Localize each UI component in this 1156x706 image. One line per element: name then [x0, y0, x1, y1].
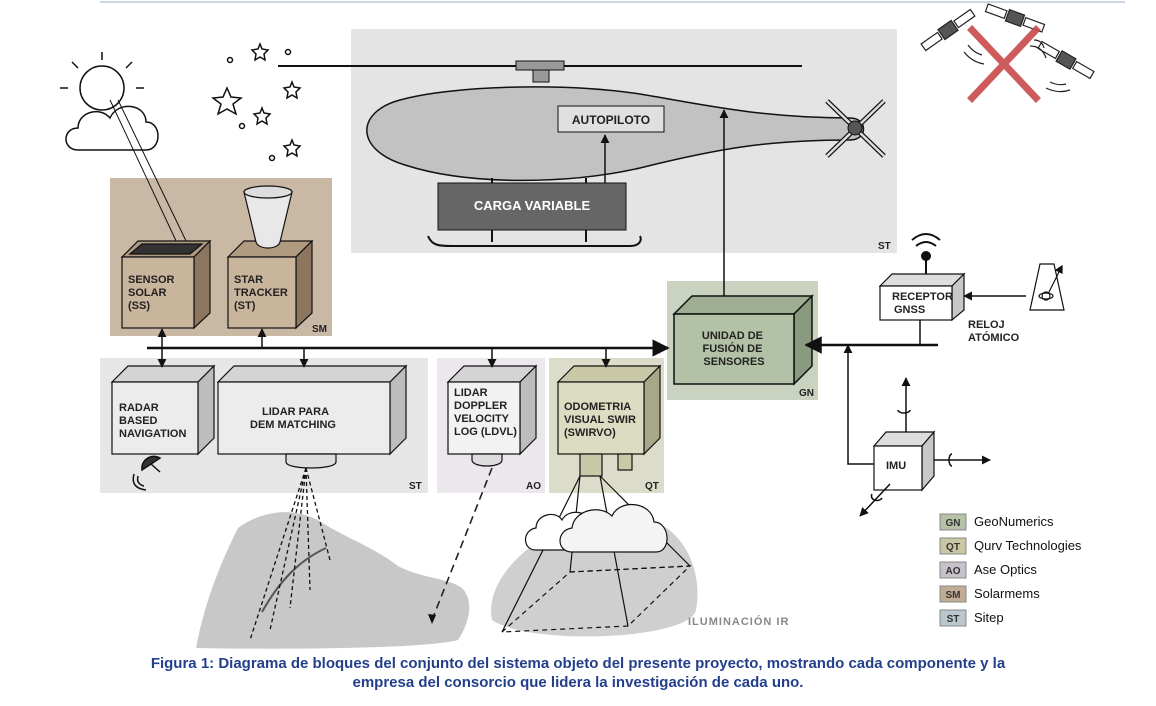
- satellite-icon: [920, 3, 1095, 93]
- region-tag-qt: QT: [645, 481, 659, 492]
- legend-item: SM Solarmems: [939, 585, 1040, 603]
- imu-box: [872, 430, 936, 492]
- odometria-label: ODOMETRIA VISUAL SWIR (SWIRVO): [564, 401, 639, 439]
- legend-code: GN: [946, 518, 961, 529]
- figure-caption: Figura 1: Diagrama de bloques del conjun…: [40, 654, 1116, 692]
- lidar-dem-box: [216, 364, 408, 469]
- lidar-doppler-label: LIDAR DOPPLER VELOCITY LOG (LDVL): [454, 387, 517, 438]
- doppler-arrow-head: [428, 614, 436, 624]
- legend-code: AO: [946, 566, 961, 577]
- legend-name: Solarmems: [974, 586, 1040, 601]
- autopiloto-box: [557, 105, 665, 133]
- legend-swatch: [939, 513, 967, 531]
- legend-item: QT Qurv Technologies: [939, 537, 1082, 555]
- region-tag-sm: SM: [312, 324, 327, 335]
- connections: [147, 109, 1026, 465]
- legend-code: SM: [946, 590, 961, 601]
- cloud-icon: [524, 503, 668, 553]
- radar-box: [110, 364, 216, 456]
- legend-swatch: [939, 561, 967, 579]
- caption-line-1: Figura 1: Diagrama de bloques del conjun…: [150, 655, 1006, 672]
- helicopter-icon: [278, 60, 886, 247]
- reloj-label: RELOJ ATÓMICO: [968, 319, 1020, 344]
- lidar-doppler-box: [446, 364, 538, 467]
- legend-name: Qurv Technologies: [974, 538, 1082, 553]
- lidar-dem-label: LIDAR PARA DEM MATCHING: [250, 406, 336, 431]
- fusion-label: UNIDAD DE FUSIÓN DE SENSORES: [702, 330, 766, 368]
- legend-name: Sitep: [974, 610, 1004, 625]
- lidar-beam: [249, 467, 331, 641]
- sensor-solar-label: SENSOR SOLAR (SS): [128, 274, 178, 312]
- imu-label: IMU: [886, 460, 906, 472]
- caption-line-2: empresa del consorcio que lidera la inve…: [352, 674, 804, 691]
- region-tag-heli: ST: [878, 241, 891, 252]
- legend-code: QT: [946, 542, 960, 553]
- region-tag-ao: AO: [526, 481, 541, 492]
- carga-variable-label: CARGA VARIABLE: [474, 198, 591, 213]
- stars-icon: [211, 41, 302, 162]
- legend-swatch: [939, 585, 967, 603]
- antenna-icon: [911, 233, 941, 274]
- carga-variable-box: [437, 182, 627, 231]
- sun-cloud-icon: [60, 52, 189, 246]
- legend-item: GN GeoNumerics: [939, 513, 1054, 531]
- fusion-box: [672, 294, 814, 386]
- legend-item: AO Ase Optics: [939, 561, 1037, 579]
- iluminacion-ir-label: ILUMINACIÓN IR: [688, 615, 789, 628]
- odometria-box: [556, 364, 662, 477]
- legend-name: Ase Optics: [974, 562, 1037, 577]
- camera-fov: [501, 475, 692, 633]
- radar-dish-icon: [132, 455, 162, 491]
- terrain-left: [196, 512, 470, 649]
- doppler-beam: [431, 467, 493, 621]
- atomic-clock-icon: [1029, 263, 1065, 311]
- legend-item: ST Sitep: [939, 609, 1004, 627]
- star-tracker-box: [226, 185, 314, 330]
- legend-code: ST: [947, 614, 960, 625]
- star-tracker-label: STAR TRACKER (ST): [234, 274, 291, 312]
- legend-name: GeoNumerics: [974, 514, 1054, 529]
- gnss-label: RECEPTOR GNSS: [892, 291, 956, 316]
- autopiloto-label: AUTOPILOTO: [572, 113, 650, 127]
- legend-swatch: [939, 609, 967, 627]
- legend-swatch: [939, 537, 967, 555]
- gnss-box: [878, 272, 966, 322]
- imu-axes-icon: [859, 377, 991, 517]
- red-cross-icon: [967, 25, 1041, 103]
- sensor-solar-box: [120, 239, 212, 330]
- region-tag-gn: GN: [799, 388, 814, 399]
- radar-label: RADAR BASED NAVIGATION: [119, 402, 186, 440]
- region-tag-st-lower: ST: [409, 481, 422, 492]
